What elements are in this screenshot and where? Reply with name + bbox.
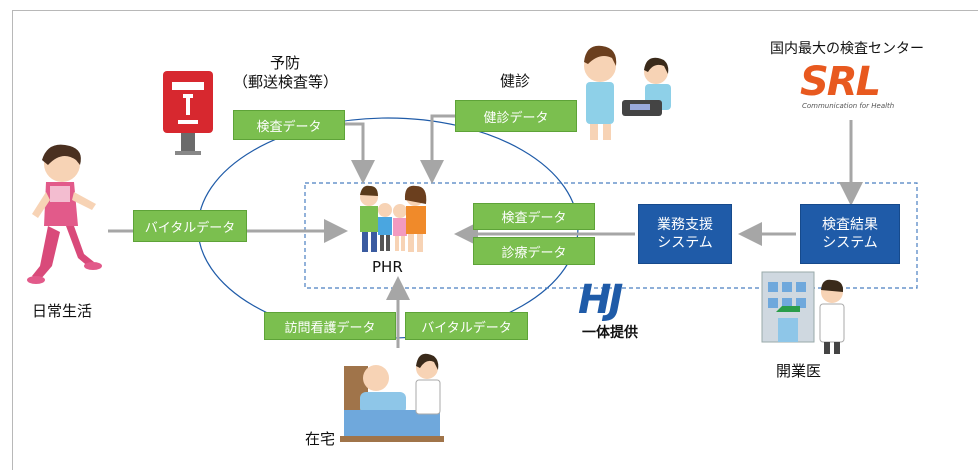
srl-logo-tagline: Communication for Health xyxy=(802,102,895,110)
checkup-data-box: 健診データ xyxy=(455,100,577,132)
home-care-icon xyxy=(340,353,444,442)
mailbox-icon xyxy=(163,71,213,155)
test-result-system-box: 検査結果 システム xyxy=(800,204,900,264)
joint-provision-label: 一体提供 xyxy=(582,325,638,341)
treatment-data-box: 診療データ xyxy=(473,237,595,265)
daily-life-label: 日常生活 xyxy=(32,302,93,320)
diagram-frame xyxy=(12,10,978,470)
hj-logo: HJ 一体提供 xyxy=(578,278,678,358)
home-nursing-data-box: 訪問看護データ xyxy=(264,312,396,340)
srl-logo-mark: SRL xyxy=(800,59,881,105)
business-support-line2: システム xyxy=(657,235,713,251)
clinic-building-icon xyxy=(761,271,845,354)
prevention-label: 予防 xyxy=(270,54,301,72)
business-support-system-box: 業務支援 システム xyxy=(638,204,732,264)
family-icon xyxy=(360,185,427,252)
lab-center-label: 国内最大の検査センター xyxy=(770,41,924,57)
jogging-woman-icon xyxy=(27,144,102,284)
arrow-checkup-data-to-phr xyxy=(420,114,455,184)
arrow-test-data-to-phr xyxy=(345,122,375,184)
phr-label: PHR xyxy=(372,258,403,276)
vital-data-box-bottom: バイタルデータ xyxy=(405,312,528,340)
test-data-box: 検査データ xyxy=(233,110,345,140)
prevention-sublabel: （郵送検査等） xyxy=(233,73,339,91)
home-label: 在宅 xyxy=(305,430,336,448)
test-result-line2: システム xyxy=(822,235,878,251)
clinic-label: 開業医 xyxy=(776,362,822,380)
test-data-box-right: 検査データ xyxy=(473,203,595,230)
hj-logo-mark: HJ xyxy=(578,277,623,323)
srl-logo: SRL Communication for Health xyxy=(800,62,920,112)
business-support-line1: 業務支援 xyxy=(657,217,713,233)
test-result-line1: 検査結果 xyxy=(822,217,878,233)
vital-data-box: バイタルデータ xyxy=(133,210,247,242)
service-area-dashed-border xyxy=(304,182,918,289)
checkup-label: 健診 xyxy=(500,72,531,90)
checkup-people-icon xyxy=(584,45,671,140)
